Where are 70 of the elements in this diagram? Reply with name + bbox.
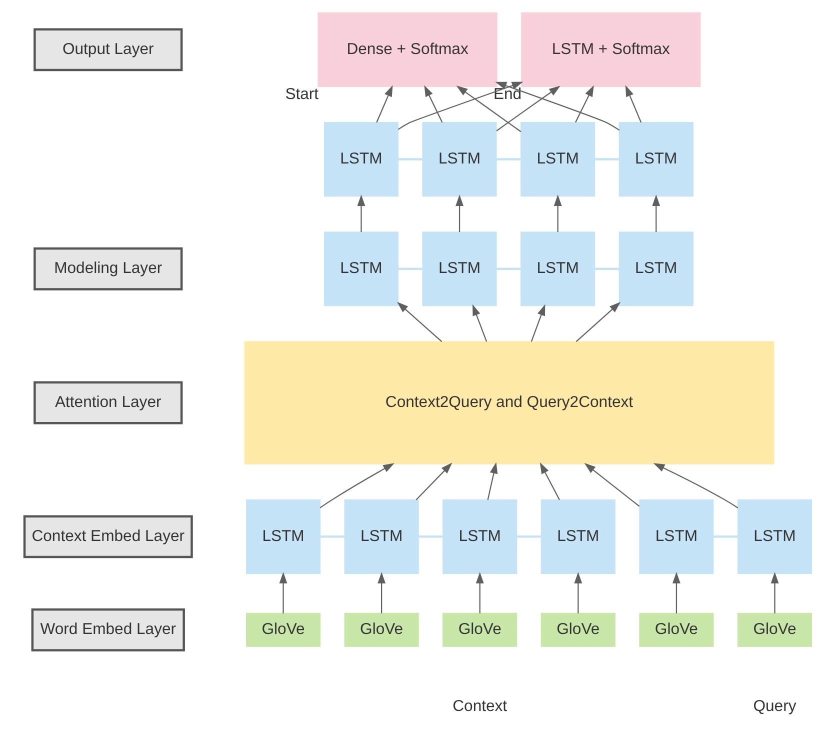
arrow — [424, 85, 442, 123]
arrow — [553, 194, 562, 232]
arrow — [530, 304, 545, 342]
arrow — [652, 463, 738, 508]
connector — [712, 536, 738, 538]
node-box: LSTM — [638, 499, 714, 574]
connector — [516, 536, 541, 538]
node-box: Word Embed Layer — [30, 608, 184, 652]
node-box: LSTM — [245, 499, 320, 574]
node-box: Output Layer — [33, 28, 182, 72]
node-box: GloVe — [736, 612, 812, 647]
node-box: Context2Query and Query2Context — [244, 341, 774, 464]
node-box: LSTM + Softmax — [520, 12, 700, 87]
node-box: GloVe — [540, 612, 615, 647]
node-box: LSTM — [618, 232, 693, 306]
node-box: LSTM — [323, 122, 398, 197]
arrow — [356, 194, 365, 232]
connector — [320, 536, 344, 538]
node-box: LSTM — [520, 232, 595, 306]
arrow — [475, 572, 484, 614]
node-box: Dense + Softmax — [317, 12, 497, 87]
arrow — [456, 86, 521, 132]
arrow — [770, 572, 778, 614]
connector — [496, 158, 520, 160]
arrow — [624, 85, 642, 123]
arrow — [575, 302, 620, 342]
node-box: LSTM — [618, 122, 693, 197]
arrow — [494, 82, 620, 131]
connector — [418, 536, 442, 538]
arrow — [377, 572, 386, 614]
node-box: GloVe — [442, 612, 517, 647]
node-box: Context Embed Layer — [22, 515, 192, 558]
arrow — [415, 462, 452, 500]
arrow — [278, 572, 287, 614]
connector — [594, 268, 619, 270]
arrow — [539, 462, 560, 500]
node-box: LSTM — [344, 499, 418, 574]
label: Context — [452, 698, 507, 715]
node-box: LSTM — [540, 499, 615, 574]
arrow — [584, 462, 640, 507]
arrow — [319, 463, 394, 508]
node-box: LSTM — [736, 499, 812, 574]
node-box: Modeling Layer — [33, 247, 182, 290]
label: Query — [752, 698, 796, 715]
arrow — [652, 194, 660, 232]
connector — [496, 268, 520, 270]
arrow — [672, 572, 680, 614]
node-label: Start — [284, 86, 318, 104]
arrow — [496, 86, 560, 132]
arrow — [397, 82, 523, 130]
arrow — [472, 304, 487, 342]
node-box: LSTM — [422, 232, 496, 306]
connector — [594, 158, 619, 160]
node-box: GloVe — [245, 612, 320, 647]
arrow — [486, 462, 498, 500]
arrow — [376, 85, 392, 123]
node-box: LSTM — [422, 122, 496, 197]
node-box: Attention Layer — [33, 381, 182, 424]
node-box: LSTM — [323, 232, 398, 306]
node-box: GloVe — [638, 612, 714, 647]
arrow — [396, 302, 442, 342]
node-label: End — [492, 86, 522, 104]
node-box: LSTM — [520, 122, 595, 197]
node-box: LSTM — [442, 499, 517, 574]
arrow — [455, 194, 463, 232]
arrow — [574, 572, 582, 614]
arrow — [574, 85, 594, 123]
node-box: GloVe — [344, 612, 418, 647]
connector — [398, 158, 422, 160]
connector — [398, 268, 422, 270]
